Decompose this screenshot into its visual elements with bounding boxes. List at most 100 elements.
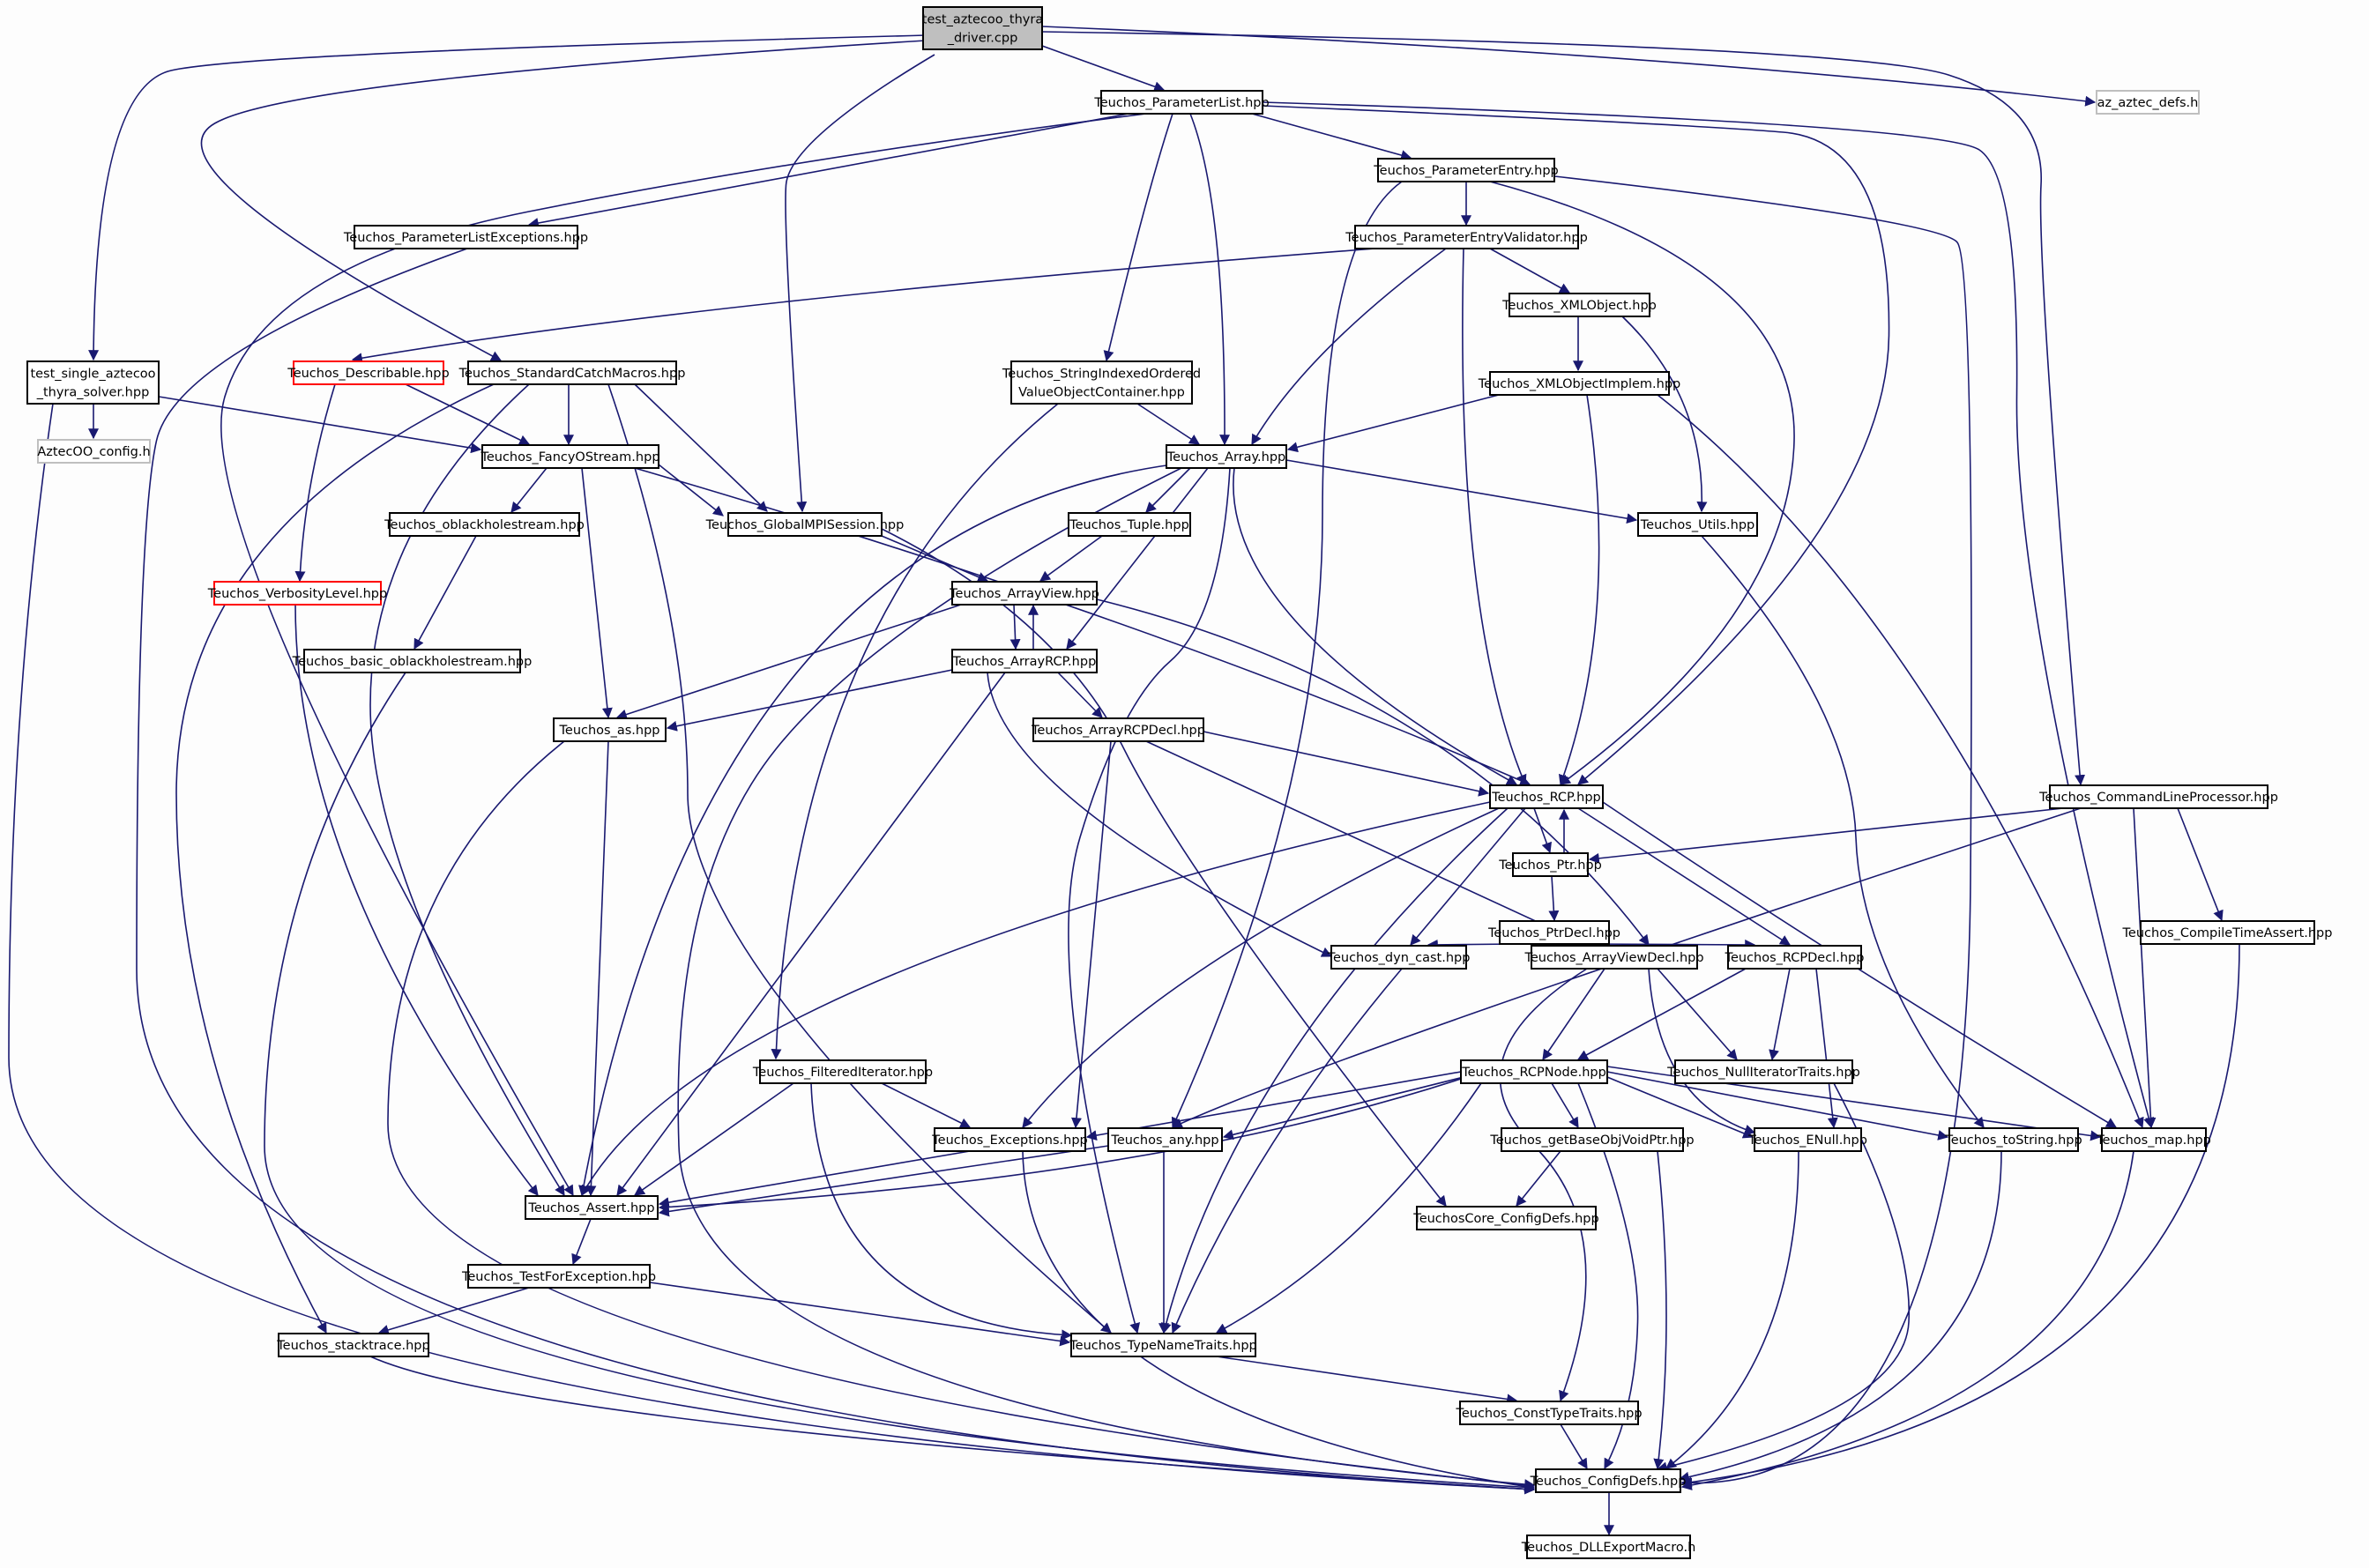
edge-clp-to-any — [1171, 807, 2082, 1128]
node-plexc[interactable]: Teuchos_ParameterListExceptions.hpp — [343, 225, 588, 249]
node-box — [26, 360, 160, 405]
node-box — [1501, 1127, 1684, 1152]
edge-root-to-catch — [200, 40, 927, 361]
node-label: Teuchos_ParameterList.hpp — [1093, 96, 1269, 110]
edge-fancy-to-as — [581, 467, 613, 719]
edge-xmlimpl-to-rcp — [1558, 394, 1600, 786]
node-map[interactable]: Teuchos_map.hpp — [2096, 1127, 2211, 1152]
node-label: Teuchos_NullIteratorTraits.hpp — [1666, 1066, 1860, 1080]
node-label: Teuchos_CompileTimeAssert.hpp — [2122, 926, 2333, 940]
node-dyn[interactable]: Teuchos_dyn_cast.hpp — [1327, 945, 1471, 970]
node-xmlimpl[interactable]: Teuchos_XMLObjectImplem.hpp — [1478, 371, 1680, 396]
edge-tuple-to-aview — [1039, 535, 1103, 582]
edge-fancy-to-gmpi — [658, 464, 724, 516]
edge-catch-to-stack — [175, 383, 495, 1334]
node-tsolver[interactable]: test_single_aztecoo_thyra_solver.hpp — [26, 360, 160, 405]
node-tfe[interactable]: Teuchos_TestForException.hpp — [461, 1264, 656, 1289]
edge-basicob-to-cfg — [264, 672, 1536, 1493]
node-azdefs[interactable]: az_aztec_defs.h — [2096, 90, 2200, 115]
node-filt[interactable]: Teuchos_FilteredIterator.hpp — [752, 1059, 933, 1084]
include-edges — [8, 26, 2240, 1536]
node-any[interactable]: Teuchos_any.hpp — [1107, 1127, 1223, 1152]
node-stack[interactable]: Teuchos_stacktrace.hpp — [276, 1333, 430, 1357]
node-xmlobj[interactable]: Teuchos_XMLObject.hpp — [1501, 293, 1657, 317]
node-cta[interactable]: Teuchos_CompileTimeAssert.hpp — [2122, 920, 2333, 945]
node-nullit[interactable]: Teuchos_NullIteratorTraits.hpp — [1666, 1059, 1860, 1084]
node-box — [1727, 945, 1862, 970]
node-gbovp[interactable]: Teuchos_getBaseObjVoidPtr.hpp — [1489, 1127, 1695, 1152]
node-ptrd[interactable]: Teuchos_PtrDecl.hpp — [1487, 920, 1620, 945]
edge-utils-to-tostr — [1701, 535, 1985, 1128]
node-tuple[interactable]: Teuchos_Tuple.hpp — [1068, 512, 1191, 537]
node-rcp[interactable]: Teuchos_RCP.hpp — [1489, 784, 1604, 809]
node-pentry[interactable]: Teuchos_ParameterEntry.hpp — [1373, 158, 1559, 182]
node-ptr[interactable]: Teuchos_Ptr.hpp — [1498, 852, 1602, 877]
node-utils[interactable]: Teuchos_Utils.hpp — [1637, 512, 1758, 537]
node-label: Teuchos_PtrDecl.hpp — [1487, 926, 1620, 940]
edge-clp-to-map — [2133, 807, 2157, 1129]
node-catch[interactable]: Teuchos_StandardCatchMacros.hpp — [458, 360, 686, 385]
node-as[interactable]: Teuchos_as.hpp — [553, 717, 667, 742]
edge-describ-to-verb — [294, 383, 336, 583]
edge-arcp-to-arcpd — [1057, 672, 1103, 718]
edge-plist-to-plexc — [527, 113, 1129, 228]
node-avd[interactable]: Teuchos_ArrayViewDecl.hpp — [1523, 945, 1704, 970]
edge-pentry-to-cfg — [1553, 175, 1972, 1489]
edge-plist-to-map — [1262, 101, 2155, 1129]
node-label: Teuchos_Tuple.hpp — [1069, 518, 1189, 532]
edge-plist-to-rcp — [1262, 105, 1890, 785]
node-ctt[interactable]: Teuchos_ConstTypeTraits.hpp — [1455, 1401, 1643, 1425]
node-box — [1100, 90, 1263, 115]
node-label: Teuchos_TypeNameTraits.hpp — [1069, 1339, 1256, 1353]
node-box — [1330, 945, 1467, 970]
node-box — [1070, 1333, 1256, 1357]
node-label: az_aztec_defs.h — [2097, 96, 2199, 110]
node-dll[interactable]: Teuchos_DLLExportMacro.h — [1521, 1535, 1696, 1559]
node-describ[interactable]: Teuchos_Describable.hpp — [287, 360, 450, 385]
node-azcfg[interactable]: AztecOO_config.h — [37, 439, 151, 464]
edge-tnt-to-ctt — [1216, 1356, 1518, 1405]
node-label: Teuchos_ENull.hpp — [1747, 1133, 1867, 1148]
node-assert[interactable]: Teuchos_Assert.hpp — [525, 1195, 659, 1220]
edge-arcp-to-as — [666, 669, 953, 732]
edge-map-to-cfg — [1680, 1150, 2134, 1490]
node-array[interactable]: Teuchos_Array.hpp — [1166, 444, 1287, 469]
node-root[interactable]: test_aztecoo_thyra_driver.cpp — [922, 6, 1043, 50]
node-tnt[interactable]: Teuchos_TypeNameTraits.hpp — [1069, 1333, 1257, 1357]
node-basicob[interactable]: Teuchos_basic_oblackholestream.hpp — [292, 649, 533, 673]
node-box — [1531, 945, 1698, 970]
edge-rcp-to-rcpd — [1577, 807, 1792, 946]
edge-dyn-to-tnt — [1171, 968, 1403, 1334]
node-excp[interactable]: Teuchos_Exceptions.hpp — [931, 1127, 1088, 1152]
node-arcpd[interactable]: Teuchos_ArrayRCPDecl.hpp — [1031, 717, 1205, 742]
node-clp[interactable]: Teuchos_CommandLineProcessor.hpp — [2038, 784, 2278, 809]
node-tostr[interactable]: Teuchos_toString.hpp — [1944, 1127, 2082, 1152]
node-aview[interactable]: Teuchos_ArrayView.hpp — [949, 581, 1099, 606]
edge-root-to-tsolver — [88, 34, 927, 361]
node-rcpnode[interactable]: Teuchos_RCPNode.hpp — [1460, 1059, 1608, 1084]
node-label: Teuchos_Assert.hpp — [527, 1201, 654, 1215]
node-fancy[interactable]: Teuchos_FancyOStream.hpp — [480, 444, 660, 469]
node-label: ValueObjectContainer.hpp — [1018, 386, 1185, 400]
node-verb[interactable]: Teuchos_VerbosityLevel.hpp — [207, 581, 387, 606]
node-cfg[interactable]: Teuchos_ConfigDefs.hpp — [1530, 1468, 1687, 1493]
node-gmpi[interactable]: Teuchos_GlobalMPISession.hpp — [705, 512, 905, 537]
node-label: Teuchos_RCPDecl.hpp — [1725, 951, 1865, 965]
node-label: Teuchos_ParameterListExceptions.hpp — [343, 231, 588, 245]
edge-array-to-cfg — [677, 467, 1536, 1490]
node-box — [1948, 1127, 2079, 1152]
node-rcpd[interactable]: Teuchos_RCPDecl.hpp — [1725, 945, 1865, 970]
node-oblack[interactable]: Teuchos_oblackholestream.hpp — [384, 512, 585, 537]
node-tcdefs[interactable]: TeuchosCore_ConfigDefs.hpp — [1412, 1206, 1599, 1230]
edge-root-to-clp — [1041, 31, 2086, 786]
node-enull[interactable]: Teuchos_ENull.hpp — [1747, 1127, 1867, 1152]
node-box — [1499, 920, 1610, 945]
node-label: Teuchos_Exceptions.hpp — [931, 1133, 1087, 1148]
edge-catch-to-gmpi — [634, 383, 768, 512]
edge-array-to-arcp — [1066, 467, 1209, 650]
node-arcp[interactable]: Teuchos_ArrayRCP.hpp — [951, 649, 1098, 673]
node-label: Teuchos_ArrayRCPDecl.hpp — [1031, 724, 1205, 738]
node-pev[interactable]: Teuchos_ParameterEntryValidator.hpp — [1345, 225, 1588, 249]
node-plist[interactable]: Teuchos_ParameterList.hpp — [1093, 90, 1270, 115]
node-sioc[interactable]: Teuchos_StringIndexedOrderedValueObjectC… — [1002, 360, 1201, 405]
